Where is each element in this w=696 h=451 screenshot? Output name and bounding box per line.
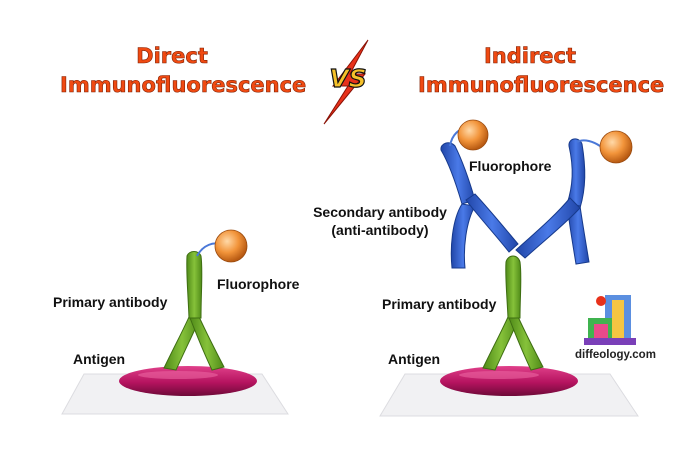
indirect-primary-antibody-label: Primary antibody [382,296,497,312]
direct-antigen-label: Antigen [73,351,126,367]
indirect-secondary-line1: Secondary antibody [313,204,447,220]
indirect-primary-antibody [482,255,544,371]
vs-bolt-icon [323,39,369,125]
direct-fluorophore-label: Fluorophore [217,276,300,292]
indirect-secondary-line2: (anti-antibody) [331,222,429,238]
direct-antigen [119,366,257,396]
direct-scene [61,229,289,415]
brand-text: diffeology.com [575,349,656,361]
direct-title-line1: Direct [136,44,208,69]
indirect-fluorophore-label: Fluorophore [469,158,552,174]
indirect-fluorophore-left [457,119,489,151]
direct-primary-antibody-label: Primary antibody [53,294,168,310]
direct-title: Direct Immunofluorescence [60,42,307,100]
indirect-title-line1: Indirect [483,44,577,69]
indirect-secondary-antibody-label: Secondary antibody (anti-antibody) [308,203,452,239]
indirect-antigen [440,366,578,396]
vs-label: VS [329,63,368,93]
diffeology-logo-icon [584,295,636,345]
direct-primary-antibody [163,251,225,371]
indirect-antigen-label: Antigen [388,351,441,367]
direct-fluorophore [214,229,248,263]
indirect-scene [379,119,639,417]
indirect-title: Indirect Immunofluorescence [418,42,665,100]
direct-title-line2: Immunofluorescence [60,73,307,98]
indirect-title-line2: Immunofluorescence [418,73,665,98]
indirect-secondary-antibody [440,138,590,269]
indirect-fluorophore-right [599,130,633,164]
